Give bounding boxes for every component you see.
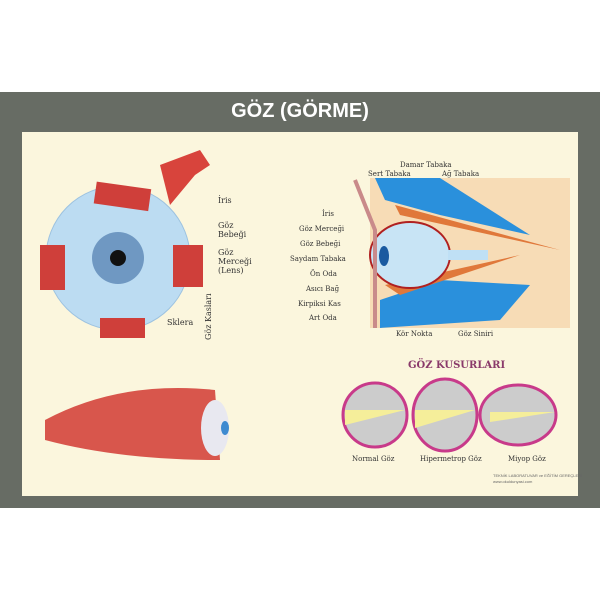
poster-title: GÖZ (GÖRME)	[231, 100, 369, 122]
label-iris: İris	[218, 196, 232, 205]
label-hyperopia: Hipermetrop Göz	[420, 455, 482, 463]
label-s-ligament: Asıcı Bağ	[306, 285, 340, 293]
label-s-iris: İris	[322, 210, 334, 218]
label-s-front: Ön Oda	[310, 270, 337, 278]
label-s-lens: Göz Merceği	[299, 225, 345, 233]
label-sclera: Sklera	[167, 318, 194, 327]
label-blind-spot: Kör Nokta	[396, 330, 433, 338]
eye-cross-section	[353, 178, 570, 328]
label-sert: Sert Tabaka	[368, 170, 411, 178]
label-myopia: Miyop Göz	[508, 455, 546, 463]
label-s-pupil: Göz Bebeği	[300, 240, 341, 248]
footer-company: TEKNİK LABORATUVAR ve EĞİTİM GEREÇLERİ	[493, 473, 583, 478]
side-eye-muscles	[45, 388, 229, 460]
label-damar: Damar Tabaka	[400, 161, 452, 169]
external-eye-diagram	[40, 150, 210, 338]
label-s-back: Art Oda	[309, 314, 337, 322]
eye-defects	[341, 377, 558, 453]
defects-title: GÖZ KUSURLARI	[408, 360, 506, 371]
label-eye-muscles: Göz Kasları	[204, 293, 213, 340]
label-pupil: Göz Bebeği	[218, 221, 247, 239]
footer-url: www.okuldunyasi.com	[493, 479, 533, 484]
label-lens: Göz Merceği (Lens)	[218, 248, 252, 275]
label-optic-nerve: Göz Siniri	[458, 330, 494, 338]
label-ag: Ağ Tabaka	[442, 170, 480, 178]
label-s-cornea: Saydam Tabaka	[290, 255, 346, 263]
label-normal: Normal Göz	[352, 455, 395, 463]
label-s-ciliary: Kirpiksi Kas	[298, 300, 341, 308]
